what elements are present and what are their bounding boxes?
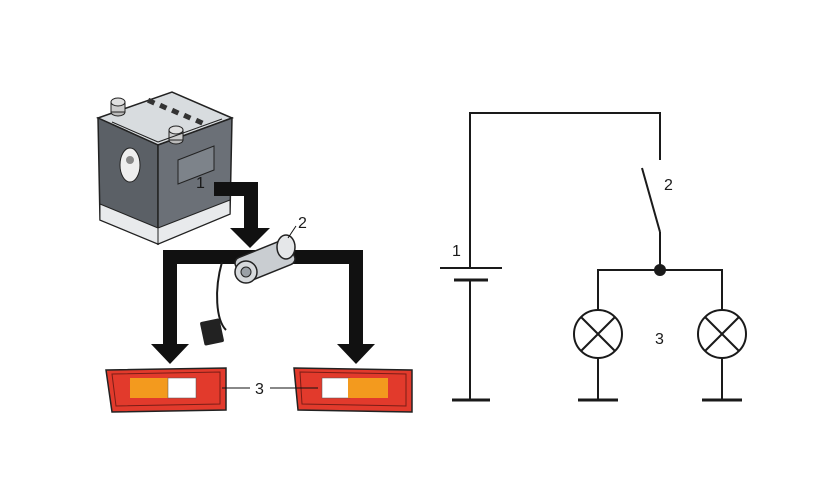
schematic-diagram — [440, 112, 747, 402]
lamp-symbol-left — [573, 309, 623, 359]
left-tail-lamp — [105, 367, 227, 413]
junction-node — [654, 264, 666, 276]
lamp-symbol-right — [697, 309, 747, 359]
right-tail-lamp — [293, 367, 413, 413]
schematic-battery-label: 1 — [452, 243, 461, 260]
battery-label: 1 — [196, 175, 205, 192]
switch-label: 2 — [298, 215, 307, 232]
schematic-lamps-label: 3 — [655, 331, 664, 348]
car-battery-illustration — [95, 91, 235, 246]
switch-illustration — [200, 225, 297, 346]
schematic-switch-label: 2 — [664, 177, 673, 194]
switch-blade — [641, 167, 661, 233]
pictorial-diagram: 1 2 — [95, 91, 413, 413]
wire-top — [469, 112, 661, 268]
lamp-label: 3 — [255, 381, 264, 398]
